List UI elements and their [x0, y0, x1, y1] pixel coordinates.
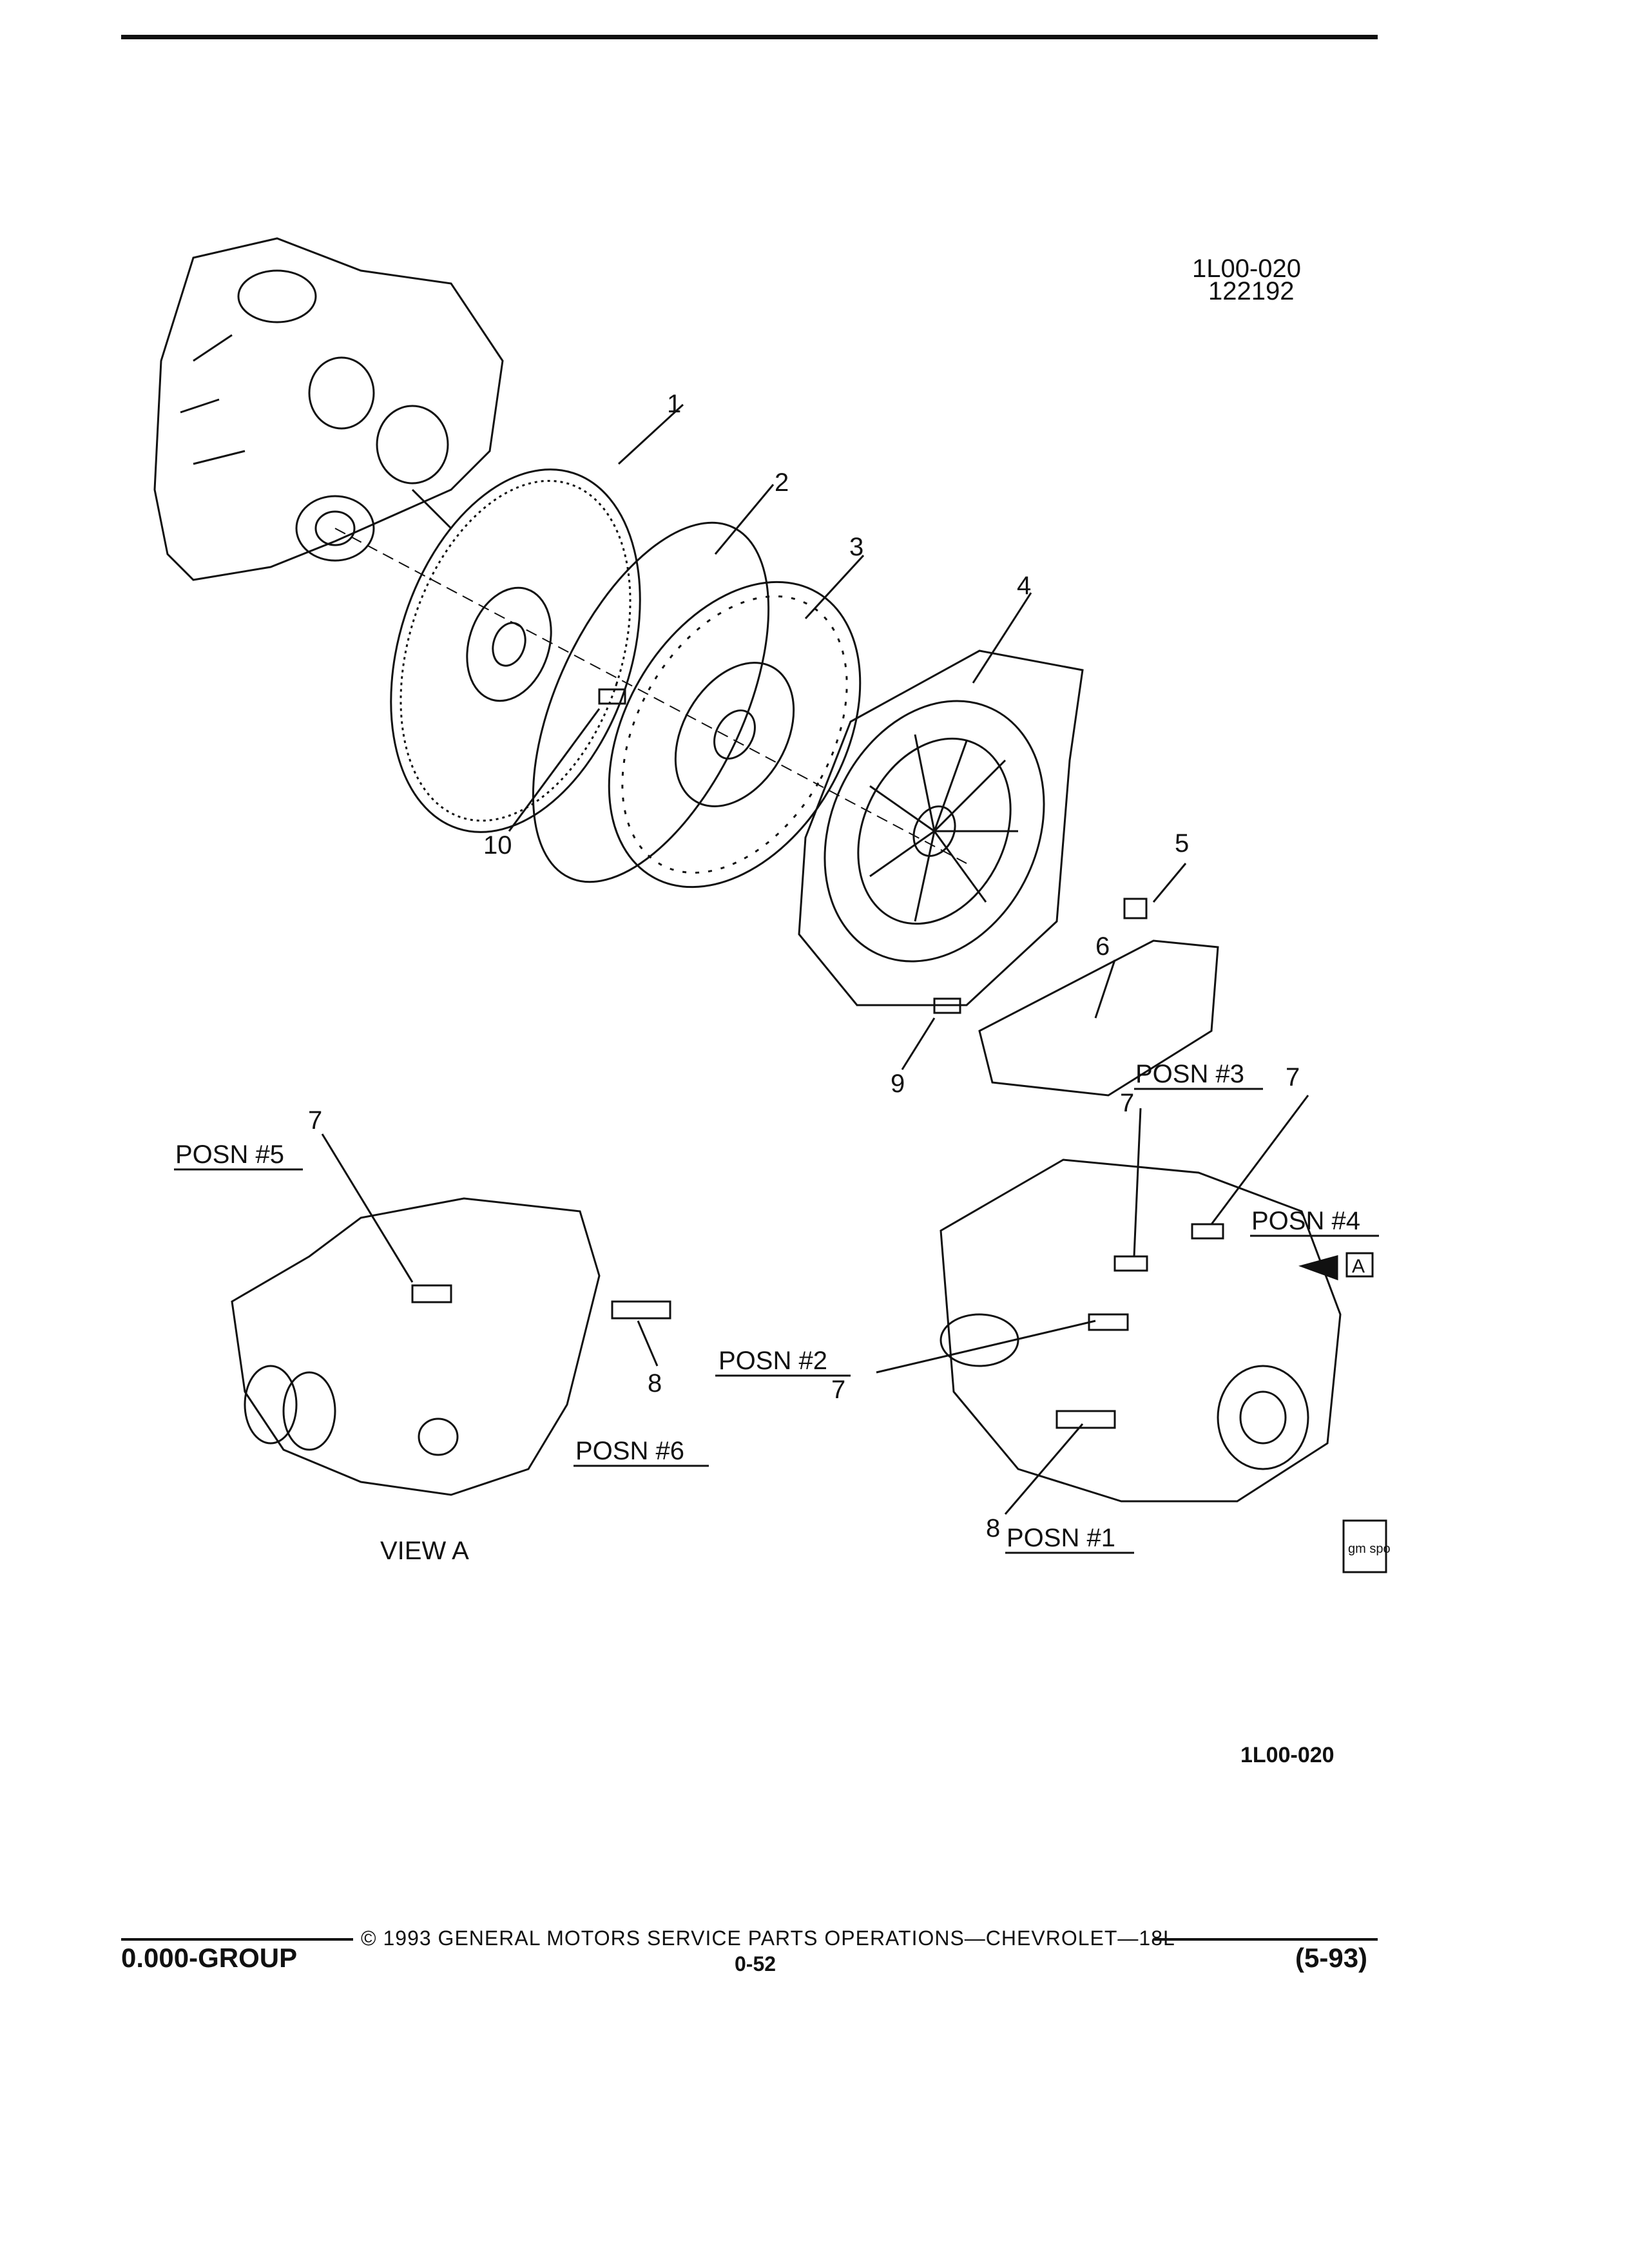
callout-7-left: 7 [308, 1106, 322, 1135]
footer-rule-right [1153, 1938, 1378, 1941]
posn-6-label: POSN #6 [575, 1437, 684, 1465]
view-a-arrow-icon [1298, 1255, 1338, 1281]
posn-1-label: POSN #1 [1007, 1524, 1115, 1552]
figure-id: 1L00-020 [1192, 255, 1301, 283]
posn-4-label: POSN #4 [1251, 1207, 1360, 1235]
callout-3: 3 [849, 533, 863, 561]
figure-bottom-id: 1L00-020 [1240, 1743, 1335, 1767]
leader-5 [1152, 863, 1187, 903]
leader-2 [714, 484, 775, 555]
callout-10: 10 [483, 831, 512, 860]
bolt-10-drawing [598, 688, 626, 705]
gm-spo-logo-text: gm spo [1348, 1542, 1391, 1556]
callout-5: 5 [1175, 829, 1189, 858]
callout-7-posn2: 7 [831, 1376, 845, 1404]
transaxle-view-a-drawing [231, 1197, 671, 1496]
leader-7-posn4 [1210, 1095, 1309, 1225]
leader-10 [508, 708, 601, 832]
clutch-disc-drawing [608, 581, 862, 889]
leader-7-posn3 [1133, 1108, 1142, 1257]
pressure-plate-drawing [798, 649, 1084, 1006]
footer-copyright: © 1993 GENERAL MOTORS SERVICE PARTS OPER… [361, 1927, 1175, 1950]
posn-5-label: POSN #5 [175, 1140, 284, 1169]
view-a-label: VIEW A [380, 1537, 469, 1565]
callout-1: 1 [667, 390, 681, 418]
posn-2-label: POSN #2 [718, 1347, 827, 1375]
callout-9: 9 [891, 1070, 905, 1098]
posn-3-label: POSN #3 [1135, 1060, 1244, 1088]
callout-4: 4 [1017, 572, 1031, 600]
leader-7-posn2 [876, 1320, 1096, 1374]
engine-block-drawing [153, 237, 504, 581]
center-axis-line [334, 528, 967, 864]
figure-sub-id: 122192 [1208, 277, 1294, 305]
view-a-marker-letter: A [1352, 1256, 1365, 1277]
footer-date: (5-93) [1295, 1943, 1368, 1973]
callout-7-posn3: 7 [1120, 1089, 1134, 1117]
gm-spo-logo-box [1342, 1519, 1387, 1573]
leader-7-left [321, 1133, 414, 1283]
callout-2: 2 [775, 468, 789, 497]
cover-plate-drawing [978, 939, 1219, 1097]
footer-rule-left [121, 1938, 353, 1941]
footer-group: 0.000-GROUP [121, 1943, 298, 1973]
header-rule [121, 35, 1378, 39]
leader-3 [804, 554, 865, 620]
view-a-marker-box [1345, 1252, 1374, 1278]
bolt-9-drawing [933, 997, 961, 1014]
leader-8-left [637, 1320, 659, 1367]
leader-8-posn1 [1004, 1423, 1084, 1515]
leader-6 [1094, 959, 1116, 1019]
footer-page-number: 0-52 [735, 1952, 776, 1975]
transaxle-right-drawing [940, 1158, 1342, 1503]
leader-4 [972, 592, 1032, 684]
clutch-exploded-diagram: 1L00-020 122192 1 2 3 4 5 6 9 10 7 8 7 7… [153, 237, 1391, 1573]
bolt-5-drawing [1123, 898, 1148, 919]
flywheel-drawing [390, 468, 641, 833]
callout-7-posn4: 7 [1286, 1063, 1300, 1091]
callout-6: 6 [1095, 932, 1110, 961]
ring-gasket-drawing [532, 521, 770, 883]
leader-1 [617, 403, 684, 465]
callout-8-posn1: 8 [986, 1514, 1000, 1542]
leader-9 [901, 1017, 936, 1070]
callout-8-left: 8 [648, 1369, 662, 1398]
